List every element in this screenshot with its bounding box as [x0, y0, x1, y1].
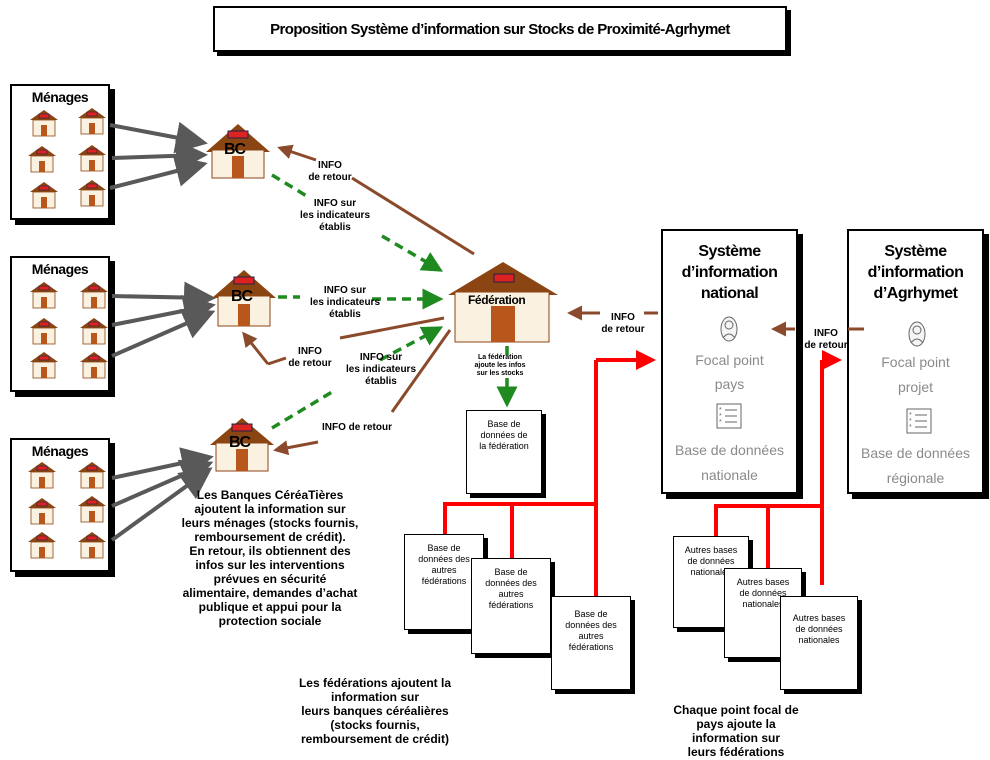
house-icon — [27, 107, 109, 559]
bc-label-1: BC — [224, 141, 246, 158]
bc-house-3 — [210, 418, 274, 472]
focal-point-label: Focal point — [695, 352, 764, 368]
focal-point-projet: projet — [897, 379, 934, 395]
gray-arrows — [109, 121, 216, 542]
bc-house-1 — [206, 124, 270, 179]
menages-title: Ménages — [31, 89, 89, 105]
federation-house — [448, 262, 558, 343]
brown-arrows — [242, 144, 864, 456]
db-label: Base de données — [861, 445, 970, 461]
bc-house-2 — [212, 270, 276, 327]
db-label: Base de données — [675, 442, 784, 458]
svg-text:*: * — [909, 424, 912, 431]
focal-point-label: Focal point — [881, 354, 950, 370]
svg-text:*: * — [719, 419, 722, 426]
svg-text:*: * — [719, 407, 722, 414]
menages-title: Ménages — [31, 443, 89, 459]
federation-label: Fédération — [468, 293, 526, 307]
info-retour-label-3: INFO de retour — [321, 422, 392, 433]
checklist-icon: *** — [906, 408, 932, 434]
svg-text:*: * — [719, 413, 722, 420]
person-icon — [720, 316, 738, 342]
focal-point-pays: pays — [714, 376, 745, 392]
red-lines — [443, 350, 842, 598]
green-dashed-arrows — [271, 173, 518, 430]
checklist-icon: *** — [716, 403, 742, 429]
menages-title: Ménages — [31, 261, 89, 277]
title-text: Proposition Système d’information sur St… — [270, 20, 730, 38]
bc-label-2: BC — [231, 288, 253, 305]
page-title: Proposition Système d’information sur St… — [213, 6, 787, 52]
db-regionale-label: régionale — [886, 470, 945, 486]
person-icon — [908, 321, 926, 347]
bc-label-3: BC — [229, 434, 251, 451]
db-nationale-label: nationale — [701, 467, 758, 483]
svg-text:*: * — [909, 412, 912, 419]
svg-text:*: * — [909, 418, 912, 425]
